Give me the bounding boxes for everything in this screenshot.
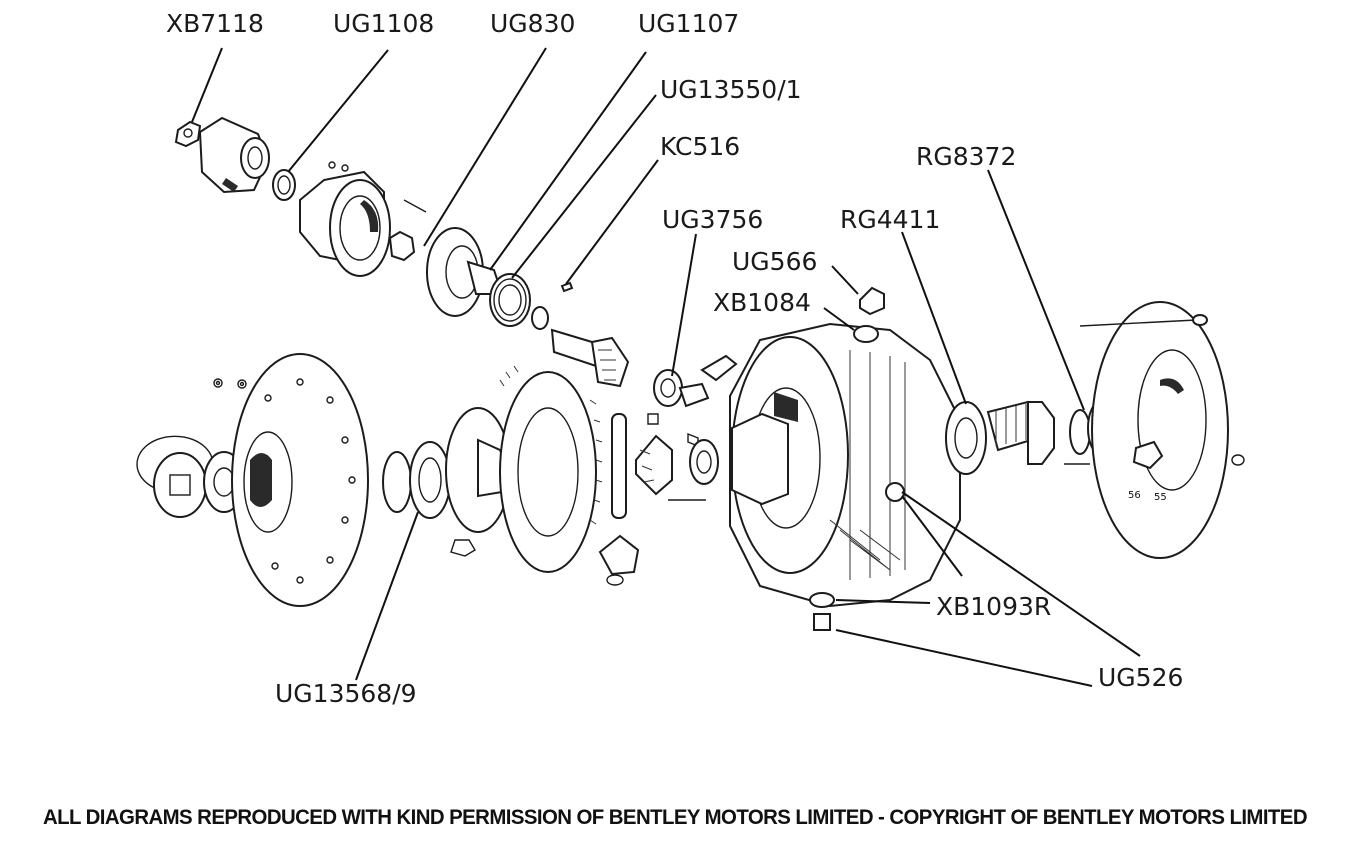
copyright-notice: ALL DIAGRAMS REPRODUCED WITH KIND PERMIS…	[43, 806, 1307, 829]
callout-ug13568-9: UG13568/9	[275, 679, 417, 708]
callout-xb1084: XB1084	[713, 288, 811, 317]
callout-ug566: UG566	[732, 247, 817, 276]
leader-ug13550-1	[511, 94, 657, 279]
leader-ug1108	[287, 49, 389, 173]
callout-rg4411: RG4411	[840, 205, 940, 234]
callout-xb1093r: XB1093R	[936, 592, 1051, 621]
leader-ug3756	[671, 233, 697, 377]
leader-xb1093r-a	[901, 495, 963, 577]
callout-kc516: KC516	[660, 132, 740, 161]
leader-ug526-b	[835, 629, 1093, 687]
leader-rg8372	[987, 169, 1085, 411]
leader-ug1107	[489, 51, 647, 271]
differential-assembly: 56 55	[136, 286, 1245, 631]
pinion-flange-assembly	[174, 116, 630, 388]
leader-xb7118	[191, 47, 223, 123]
leader-xb1084	[823, 307, 855, 331]
leader-ug566	[831, 265, 859, 295]
callout-labels: XB7118 UG1108 UG830 UG1107 UG13550/1 KC5…	[166, 9, 1183, 708]
callout-ug13550-1: UG13550/1	[660, 75, 802, 104]
leader-rg4411	[901, 231, 967, 405]
callout-rg8372: RG8372	[916, 142, 1016, 171]
callout-ug3756: UG3756	[662, 205, 763, 234]
callout-ug1108: UG1108	[333, 9, 434, 38]
leader-lines	[191, 47, 1141, 687]
callout-ug526: UG526	[1098, 663, 1183, 692]
leader-kc516	[565, 159, 659, 285]
shim-mark-55: 55	[1154, 492, 1167, 503]
callout-xb7118: XB7118	[166, 9, 264, 38]
leader-ug13568-9	[355, 511, 419, 681]
callout-ug830: UG830	[490, 9, 575, 38]
leader-xb1093r-b	[835, 599, 931, 604]
leader-ug526-a	[901, 491, 1141, 657]
callout-ug1107: UG1107	[638, 9, 739, 38]
leader-ug830	[423, 47, 547, 247]
shim-mark-56: 56	[1128, 490, 1141, 501]
